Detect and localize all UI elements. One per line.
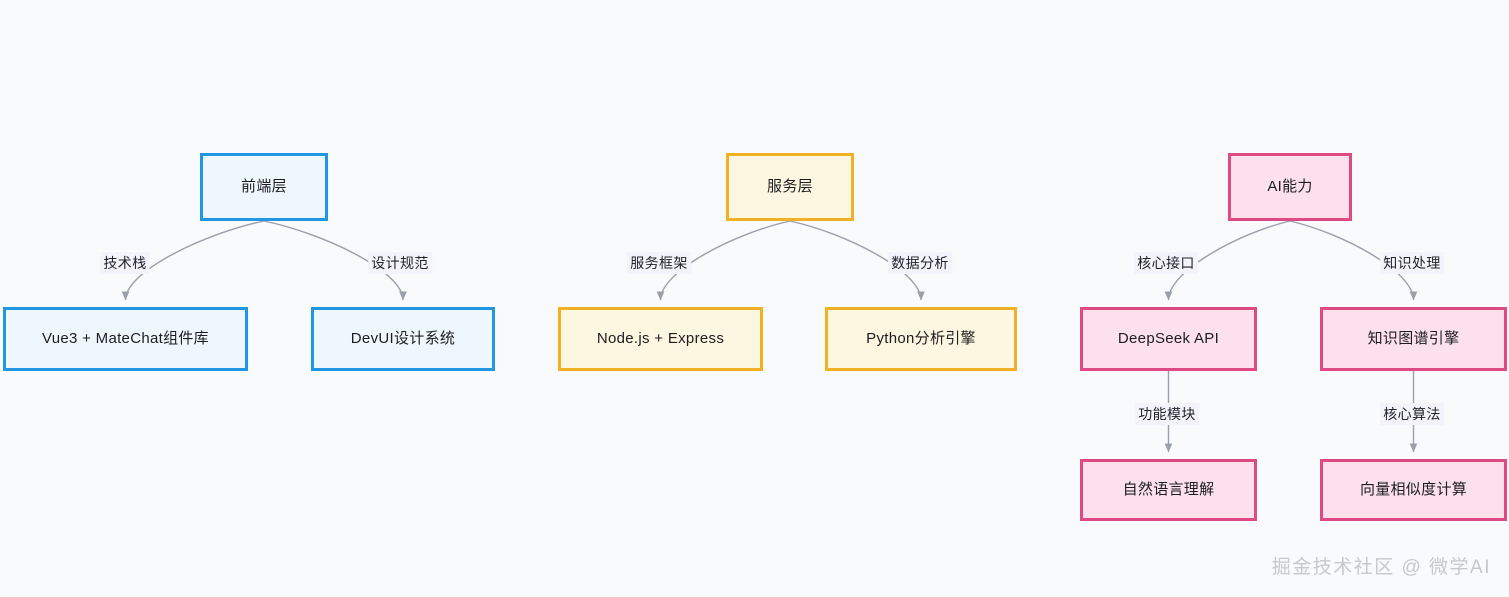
node-n5[interactable]: Node.js + Express bbox=[558, 307, 763, 371]
node-n7[interactable]: AI能力 bbox=[1228, 153, 1352, 221]
node-n10[interactable]: 自然语言理解 bbox=[1080, 459, 1257, 521]
edge-label-e1: 技术栈 bbox=[100, 252, 150, 274]
watermark: 掘金技术社区 @ 微学AI bbox=[1271, 557, 1491, 578]
node-n4[interactable]: 服务层 bbox=[726, 153, 854, 221]
edge-label-e5: 核心接口 bbox=[1134, 252, 1198, 274]
node-label: 向量相似度计算 bbox=[1359, 481, 1468, 498]
node-n2[interactable]: Vue3 + MateChat组件库 bbox=[3, 307, 248, 371]
node-label: Python分析引擎 bbox=[866, 330, 976, 347]
node-label: Node.js + Express bbox=[596, 330, 725, 347]
node-label: DeepSeek API bbox=[1117, 330, 1220, 347]
node-label: AI能力 bbox=[1267, 178, 1313, 195]
node-label: 知识图谱引擎 bbox=[1367, 330, 1460, 347]
node-n11[interactable]: 向量相似度计算 bbox=[1320, 459, 1507, 521]
node-n8[interactable]: DeepSeek API bbox=[1080, 307, 1257, 371]
edge-label-e7: 功能模块 bbox=[1135, 403, 1199, 425]
node-label: 前端层 bbox=[241, 178, 287, 195]
node-n3[interactable]: DevUI设计系统 bbox=[311, 307, 495, 371]
edge-label-e3: 服务框架 bbox=[627, 252, 691, 274]
node-n6[interactable]: Python分析引擎 bbox=[825, 307, 1017, 371]
node-label: 服务层 bbox=[767, 178, 813, 195]
edge-label-e2: 设计规范 bbox=[368, 252, 432, 274]
node-n9[interactable]: 知识图谱引擎 bbox=[1320, 307, 1507, 371]
edge-label-e6: 知识处理 bbox=[1380, 252, 1444, 274]
node-label: 自然语言理解 bbox=[1122, 481, 1215, 498]
node-label: DevUI设计系统 bbox=[350, 330, 456, 347]
node-label: Vue3 + MateChat组件库 bbox=[41, 330, 209, 347]
edge-label-e4: 数据分析 bbox=[888, 252, 952, 274]
node-n1[interactable]: 前端层 bbox=[200, 153, 328, 221]
edge-label-e8: 核心算法 bbox=[1380, 403, 1444, 425]
